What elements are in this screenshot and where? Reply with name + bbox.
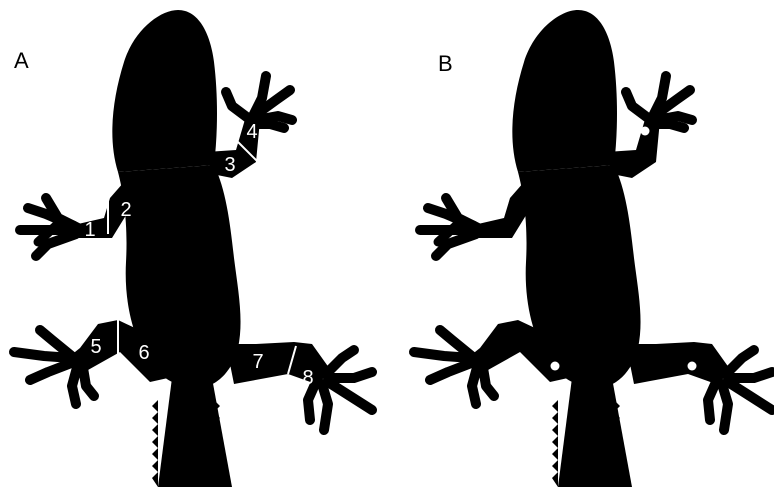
panel-a: A 1 2 3 4 5 6 7 8 xyxy=(14,10,372,487)
segment-label-2: 2 xyxy=(120,199,131,221)
segment-label-8: 8 xyxy=(302,367,313,389)
joint-marker-front-right xyxy=(641,127,650,136)
segment-label-4: 4 xyxy=(246,121,257,143)
panel-a-label: A xyxy=(14,48,29,73)
gecko-silhouette-b xyxy=(414,10,772,487)
segment-label-3: 3 xyxy=(224,154,235,176)
joint-marker-hind-right xyxy=(688,362,697,371)
segment-label-5: 5 xyxy=(90,336,101,358)
joint-marker-hind-left xyxy=(551,362,560,371)
panel-b-label: B xyxy=(438,51,453,76)
segment-label-7: 7 xyxy=(252,351,263,373)
panel-b: B xyxy=(414,10,772,487)
segment-label-6: 6 xyxy=(138,342,149,364)
segment-label-1: 1 xyxy=(84,219,95,241)
gecko-silhouette-a xyxy=(14,10,372,487)
